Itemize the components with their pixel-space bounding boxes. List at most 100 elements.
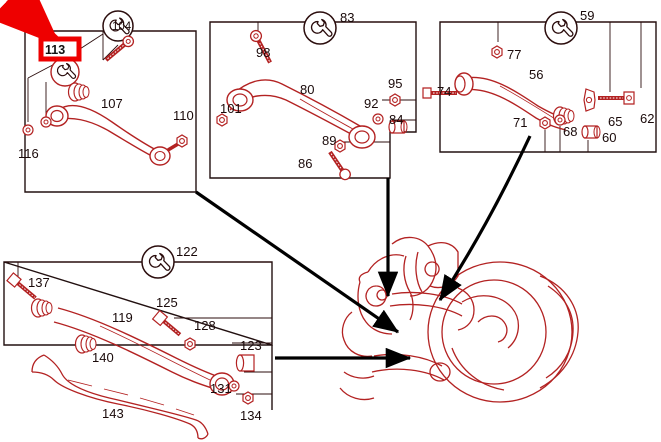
callout-circle (544, 11, 578, 45)
hub-center (477, 315, 508, 343)
leader-upper-right (438, 135, 532, 302)
part-label-56: 56 (529, 67, 543, 82)
tool-callout-59[interactable]: 59 (544, 8, 594, 45)
part-label-62: 62 (640, 111, 654, 126)
part-label-86: 86 (298, 156, 312, 171)
knuckle-hole (424, 261, 440, 277)
lower-link-eye (429, 362, 451, 382)
part-label-128: 128 (194, 318, 216, 333)
part-art-98 (249, 29, 272, 64)
panel-leader-lines (210, 21, 416, 143)
knuckle-rib (403, 255, 414, 321)
panel-lower-left[interactable]: 122 (3, 244, 273, 440)
carrier-join (358, 271, 369, 283)
carrier-lower (341, 311, 373, 358)
part-label-98: 98 (256, 45, 270, 60)
panel-leader-lines (25, 30, 196, 122)
tool-callout-83[interactable]: 83 (303, 10, 354, 45)
brake-disc-outer (427, 261, 573, 403)
part-label-84: 84 (389, 112, 403, 127)
part-art-95 (389, 93, 401, 107)
part-art-74 (422, 87, 457, 99)
part-art-89 (334, 139, 346, 153)
red-arrow-tail (14, 2, 36, 26)
carrier-foot2 (339, 387, 375, 401)
panel-upper-right[interactable]: 59 (422, 8, 657, 153)
part-label-134: 134 (240, 408, 262, 423)
part-label-65: 65 (608, 114, 622, 129)
part-art-116 (22, 124, 34, 136)
part-art-92 (372, 113, 384, 125)
part-label-116: 116 (18, 146, 39, 161)
callout-label: 83 (340, 10, 354, 25)
tool-callout-104[interactable]: 104 (102, 10, 134, 42)
part-art-123 (235, 354, 255, 372)
upper-link-bot (389, 303, 463, 317)
knuckle-top (391, 236, 437, 297)
part-art-116b (40, 116, 52, 128)
part-art-77 (491, 45, 503, 59)
part-art-143 (31, 354, 209, 440)
part-art-134 (242, 391, 254, 405)
highlight-box (38, 36, 82, 62)
carrier-foot (343, 371, 375, 379)
leader-arrows (195, 135, 532, 369)
part-label-131: 131 (210, 381, 232, 396)
part-label-68: 68 (563, 124, 577, 139)
part-label-77: 77 (507, 47, 521, 62)
part-art-62 (598, 91, 635, 105)
part-label-71: 71 (513, 115, 527, 130)
callout-label: 104 (112, 21, 132, 33)
part-art-60 (581, 125, 601, 139)
part-art-113 (50, 57, 80, 87)
hub-bracket (457, 287, 475, 331)
part-label-143: 143 (102, 406, 124, 421)
part-label-95: 95 (388, 76, 402, 91)
part-art-110 (176, 134, 188, 148)
upper-link-top (391, 291, 463, 305)
part-art-71 (539, 116, 551, 130)
knuckle-rib2 (415, 251, 423, 293)
part-label-140: 140 (92, 350, 114, 365)
part-art-86 (328, 150, 351, 181)
part-label-80: 80 (300, 82, 314, 97)
part-label-101: 101 (220, 101, 242, 116)
callout-circle (141, 245, 175, 279)
callout-circle (303, 11, 337, 45)
lower-link-bot (371, 368, 445, 381)
part-art-119 (30, 298, 235, 396)
part-label-92: 92 (364, 96, 378, 111)
part-label-107: 107 (101, 96, 123, 111)
panel-leader-lines (440, 21, 656, 152)
highlight-label: 113 (45, 43, 65, 57)
part-art-128 (184, 337, 196, 351)
hub-swirl (461, 295, 519, 349)
part-art-137 (6, 272, 37, 300)
panel-upper-left[interactable]: 104 (18, 10, 197, 193)
part-label-123: 123 (240, 338, 262, 353)
disc-rim2 (545, 285, 574, 379)
part-art-125 (151, 309, 182, 337)
part-art-bolt-upper (104, 35, 135, 62)
disc-face (441, 279, 547, 385)
disc-lower (451, 347, 505, 391)
part-label-119: 119 (112, 310, 133, 325)
part-label-125: 125 (156, 295, 178, 310)
callout-label: 59 (580, 8, 594, 23)
part-label-89: 89 (322, 133, 336, 148)
rear-axle-assembly[interactable] (339, 236, 579, 403)
carrier-bush (365, 285, 387, 307)
tool-callout-122[interactable]: 122 (141, 244, 198, 279)
highlight-annotation: 113 (0, 0, 82, 62)
part-art-65 (583, 88, 596, 112)
disc-rim (539, 275, 579, 389)
part-label-74: 74 (437, 84, 451, 99)
part-label-110: 110 (173, 108, 194, 123)
part-label-60: 60 (602, 130, 616, 145)
part-art-80 (226, 79, 376, 149)
carrier-upper (367, 254, 405, 273)
panel-upper-middle[interactable]: 83 (209, 10, 417, 182)
panel-leader-lines (4, 261, 272, 395)
